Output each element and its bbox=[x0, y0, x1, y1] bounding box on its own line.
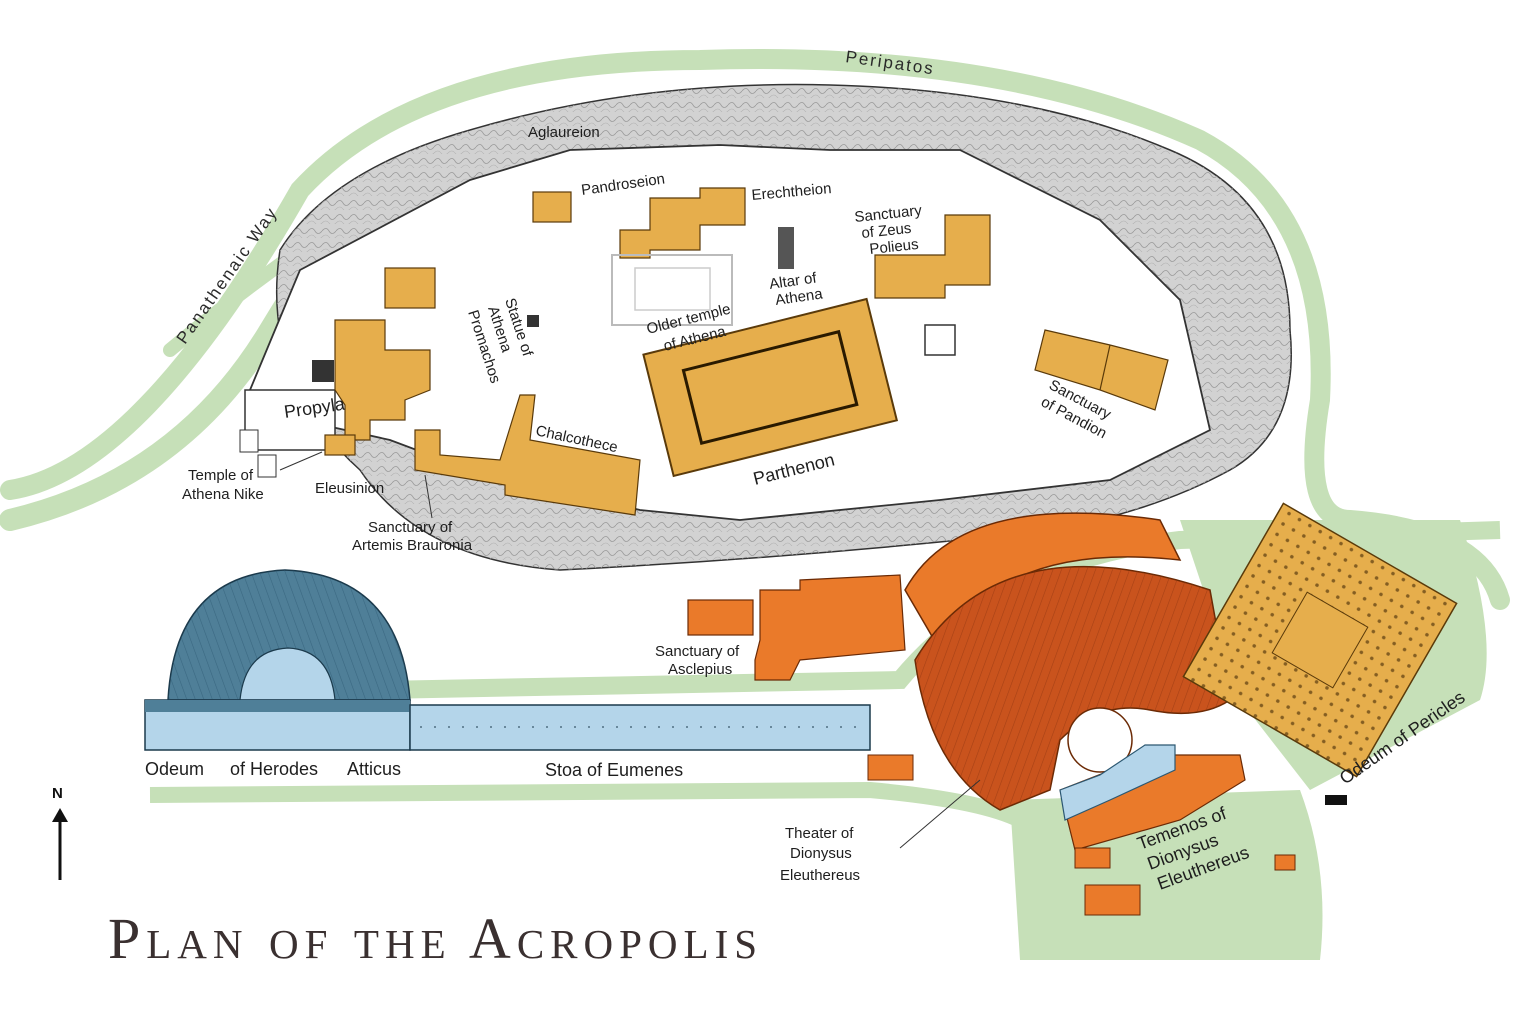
pointer-temple-nike bbox=[279, 451, 323, 471]
erechtheion-building bbox=[619, 187, 746, 259]
label-sanctuary-artemis-1: Sanctuary of bbox=[368, 519, 453, 536]
odeum-pericles bbox=[1182, 502, 1458, 805]
label-stoa-eumenes: Stoa of Eumenes bbox=[545, 760, 683, 780]
classical-buildings bbox=[324, 187, 1169, 516]
label-altar-athena-2: Athena bbox=[774, 285, 824, 309]
label-temple-nike-2: Athena Nike bbox=[182, 486, 264, 503]
theater-dionysus bbox=[904, 512, 1231, 811]
label-erechtheion: Erechtheion bbox=[751, 180, 832, 204]
propylaia-building bbox=[334, 319, 431, 441]
north-label: N bbox=[52, 785, 63, 802]
stoa-eumenes bbox=[409, 704, 914, 781]
parthenon-cella bbox=[681, 329, 859, 446]
round-monument bbox=[924, 324, 956, 356]
sanctuary-zeus-building bbox=[874, 214, 991, 299]
parthenon-building bbox=[642, 297, 899, 478]
map-title: Plan of the Acropolis bbox=[108, 906, 763, 971]
label-altar-athena-1: Altar of bbox=[768, 269, 818, 293]
chalcothece-building bbox=[414, 394, 641, 516]
statue-athena-marker bbox=[527, 315, 539, 327]
label-sanctuary-artemis-2: Artemis Brauronia bbox=[352, 537, 473, 554]
label-sanctuary-asclepius-1: Sanctuary of bbox=[655, 643, 740, 660]
pointer-artemis bbox=[424, 474, 433, 519]
label-eleusinion: Eleusinion bbox=[315, 480, 384, 497]
north-arrow: N bbox=[52, 785, 68, 880]
label-odeum: Odeum bbox=[145, 759, 204, 779]
sanctuary-pandion-building bbox=[1034, 329, 1169, 411]
label-atticus: Atticus bbox=[347, 759, 401, 779]
lower-south-path bbox=[149, 781, 1024, 828]
temenos-buildings bbox=[1059, 744, 1296, 916]
older-temple-inner bbox=[634, 267, 711, 311]
pointer-theater bbox=[899, 779, 981, 849]
label-theater-dionysus-2: Dionysus bbox=[790, 845, 852, 862]
athena-nike-temple bbox=[324, 434, 356, 456]
odeum-herodes bbox=[144, 569, 411, 751]
label-aglaureion: Aglaureion bbox=[528, 124, 600, 141]
label-of-herodes: of Herodes bbox=[230, 759, 318, 779]
aglaureion-building bbox=[532, 191, 572, 223]
altar-athena bbox=[778, 227, 794, 269]
pinakotheke bbox=[384, 267, 436, 309]
label-theater-dionysus-3: Eleuthereus bbox=[780, 867, 860, 884]
older-temple-outline bbox=[611, 254, 733, 326]
label-sanctuary-asclepius-2: Asclepius bbox=[668, 661, 732, 678]
asclepius-buildings bbox=[687, 574, 906, 681]
label-theater-dionysus-1: Theater of bbox=[785, 825, 854, 842]
propyla bbox=[239, 360, 336, 478]
label-sanctuary-zeus-2: of Zeus bbox=[861, 220, 913, 242]
peripatos-path bbox=[0, 49, 1510, 610]
label-temple-nike-1: Temple of bbox=[188, 467, 254, 484]
label-sanctuary-zeus-3: Polieus bbox=[869, 236, 920, 258]
